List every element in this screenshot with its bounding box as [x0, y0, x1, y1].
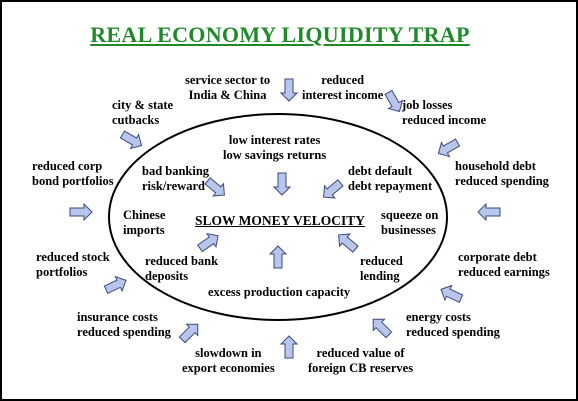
label-squeeze-businesses: squeeze on businesses	[381, 208, 439, 237]
label-reduced-lending: reduced lending	[360, 254, 403, 283]
label-city-state-cutbacks: city & state cutbacks	[112, 98, 174, 127]
arrow-2	[384, 89, 404, 113]
label-reduced-interest-income: reduced interest income	[302, 73, 384, 102]
arrow-5	[69, 202, 93, 222]
label-corporate-debt: corporate debt reduced earnings	[458, 250, 550, 279]
arrow-6	[477, 202, 501, 222]
label-low-interest-rates: low interest rates low savings returns	[223, 133, 327, 162]
label-bad-banking: bad banking risk/reward	[142, 164, 210, 193]
label-job-losses: job losses reduced income	[402, 98, 487, 127]
arrow-16	[338, 233, 359, 253]
label-insurance-costs: insurance costs reduced spending	[77, 310, 171, 339]
arrow-13	[204, 177, 225, 197]
arrow-15	[196, 233, 219, 253]
label-debt-default: debt default debt repayment	[348, 164, 433, 193]
arrow-9	[178, 323, 199, 344]
label-household-debt: household debt reduced spending	[455, 159, 549, 188]
label-reduced-value-reserves: reduced value of foreign CB reserves	[308, 346, 414, 375]
diagram-title: REAL ECONOMY LIQUIDITY TRAP	[90, 22, 470, 47]
arrow-10	[372, 318, 393, 339]
arrow-11	[279, 335, 299, 359]
arrow-14	[323, 179, 344, 199]
arrow-17	[268, 245, 288, 269]
arrow-4	[437, 138, 461, 158]
arrow-8	[440, 284, 464, 303]
label-energy-costs: energy costs reduced spending	[406, 310, 500, 339]
arrow-1	[279, 78, 299, 102]
label-chinese-imports: Chinese imports	[123, 208, 166, 237]
center-label: SLOW MONEY VELOCITY	[194, 213, 366, 228]
label-slowdown-export: slowdown in export economies	[182, 346, 275, 375]
label-reduced-stock: reduced stock portfolios	[36, 250, 110, 279]
arrow-7	[103, 275, 127, 294]
arrow-12	[272, 172, 292, 196]
label-excess-capacity: excess production capacity	[208, 285, 351, 299]
label-reduced-corp-bond: reduced corp bond portfolios	[32, 159, 114, 188]
label-reduced-bank-deposits: reduced bank deposits	[145, 254, 219, 283]
center-ellipse	[108, 113, 448, 321]
arrow-3	[119, 130, 143, 150]
label-service-sector: service sector to India & China	[185, 73, 271, 102]
arrow-layer	[69, 78, 501, 359]
